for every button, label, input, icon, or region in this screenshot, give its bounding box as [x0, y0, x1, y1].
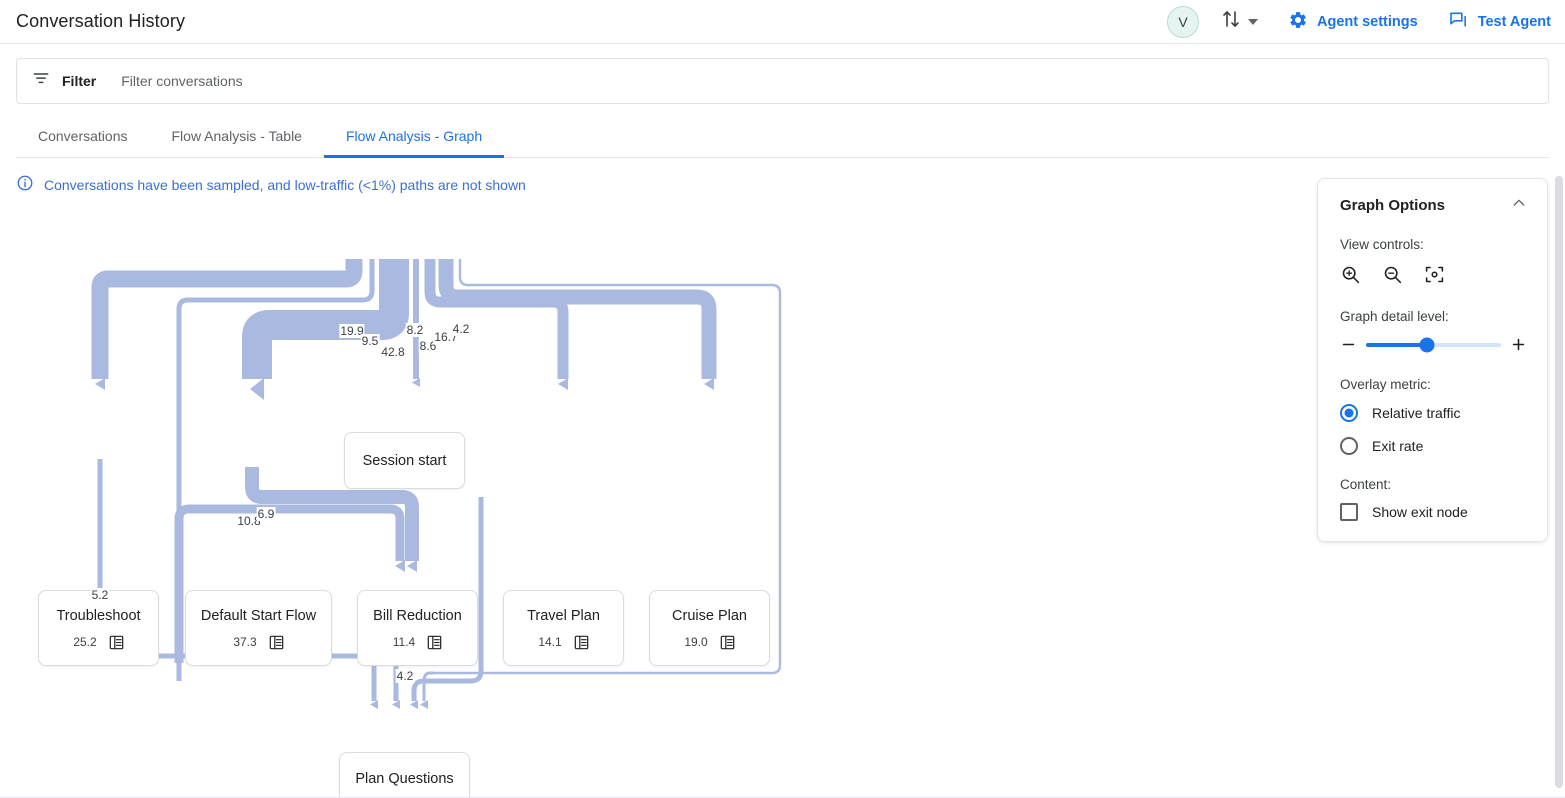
chevron-down-icon	[1247, 18, 1258, 25]
graph-options-title: Graph Options	[1340, 197, 1445, 214]
node-plan-questions[interactable]: Plan Questions 22.9	[339, 752, 470, 798]
node-troubleshoot[interactable]: Troubleshoot 25.2	[38, 590, 159, 666]
tab-flow-analysis-graph[interactable]: Flow Analysis - Graph	[323, 128, 505, 158]
fit-to-screen-icon[interactable]	[1424, 264, 1445, 285]
node-label: Travel Plan	[527, 607, 600, 624]
radio-indicator[interactable]	[1340, 404, 1358, 422]
edge-label: 8.6	[418, 339, 438, 353]
graph-detail-slider[interactable]	[1366, 337, 1501, 352]
zoom-in-icon[interactable]	[1340, 264, 1361, 285]
node-meta: 25.2	[73, 635, 123, 650]
test-agent-label: Test Agent	[1477, 13, 1551, 30]
node-value: 25.2	[73, 635, 97, 649]
node-meta: 37.3	[233, 635, 283, 650]
node-bill-reduction[interactable]: Bill Reduction 11.4	[357, 590, 478, 666]
info-icon	[16, 174, 34, 195]
edge-label: 4.2	[395, 669, 415, 683]
tab-flow-analysis-table[interactable]: Flow Analysis - Table	[171, 128, 302, 144]
node-label: Default Start Flow	[200, 607, 317, 624]
list-icon[interactable]	[109, 635, 124, 650]
view-controls	[1340, 264, 1527, 285]
edge-label: 4.2	[451, 322, 471, 336]
slider-thumb[interactable]	[1419, 337, 1435, 352]
node-label: Troubleshoot	[56, 607, 141, 624]
edge-label: 10.8	[236, 514, 262, 528]
node-travel-plan[interactable]: Travel Plan 14.1	[503, 590, 624, 666]
checkbox-label: Show exit node	[1372, 504, 1468, 520]
minus-icon[interactable]	[1340, 336, 1357, 353]
list-icon[interactable]	[269, 635, 284, 650]
sampling-notice: Conversations have been sampled, and low…	[16, 174, 1549, 195]
chat-bubble-icon	[1448, 10, 1469, 34]
node-value: 11.4	[392, 635, 416, 649]
edge-label: 5.2	[90, 588, 110, 602]
edge-label: 6.9	[256, 507, 276, 521]
node-value: 19.0	[684, 635, 708, 649]
list-icon[interactable]	[720, 635, 735, 650]
checkbox-show-exit-node[interactable]: Show exit node	[1340, 503, 1527, 521]
graph-options-header[interactable]: Graph Options	[1340, 195, 1527, 216]
node-label: Bill Reduction	[373, 607, 462, 624]
sampling-notice-text: Conversations have been sampled, and low…	[44, 176, 526, 193]
gear-icon	[1288, 10, 1308, 34]
radio-label: Exit rate	[1372, 438, 1424, 454]
radio-relative-traffic[interactable]: Relative traffic	[1340, 404, 1527, 422]
tab-bar: Conversations Flow Analysis - Table Flow…	[16, 112, 1549, 158]
zoom-out-icon[interactable]	[1382, 264, 1403, 285]
sort-control[interactable]	[1221, 8, 1258, 35]
top-bar-actions: V Agent settings	[1166, 0, 1551, 43]
node-label: Plan Questions	[355, 771, 454, 787]
node-default-start-flow[interactable]: Default Start Flow 37.3	[185, 590, 332, 666]
checkbox-indicator[interactable]	[1340, 503, 1358, 521]
agent-settings-button[interactable]: Agent settings	[1288, 10, 1418, 34]
node-label: Cruise Plan	[672, 607, 747, 624]
top-bar: Conversation History V Agent settings	[0, 0, 1565, 44]
graph-detail-label: Graph detail level:	[1340, 309, 1449, 324]
radio-label: Relative traffic	[1372, 405, 1461, 421]
node-value: 37.3	[233, 635, 257, 649]
node-meta: 11.4	[393, 635, 442, 650]
node-label: Session start	[362, 452, 447, 469]
edge-label: 9.5	[360, 334, 380, 348]
filter-label: Filter	[62, 73, 97, 89]
node-session-start[interactable]: Session start	[344, 432, 465, 489]
plus-icon[interactable]	[1510, 336, 1527, 353]
avatar[interactable]: V	[1166, 5, 1199, 38]
radio-exit-rate[interactable]: Exit rate	[1340, 437, 1527, 455]
node-meta: 14.1	[538, 635, 588, 650]
flow-graph-edges	[91, 259, 782, 709]
list-icon[interactable]	[574, 635, 589, 650]
tab-conversations[interactable]: Conversations	[38, 128, 128, 144]
node-meta: 19.0	[684, 635, 734, 650]
page-content: Filter Conversations Flow Analysis - Tab…	[0, 58, 1565, 798]
edge-label: 42.8	[380, 345, 406, 359]
list-icon[interactable]	[427, 635, 442, 650]
slider-fill	[1366, 342, 1427, 347]
content-label: Content:	[1340, 477, 1392, 492]
filter-bar[interactable]: Filter	[16, 58, 1549, 104]
chevron-up-icon[interactable]	[1511, 195, 1527, 216]
graph-options-panel: Graph Options View controls:	[1317, 178, 1548, 542]
radio-indicator[interactable]	[1340, 437, 1358, 455]
flow-graph[interactable]: Session start Troubleshoot 25.2 Default …	[16, 201, 1549, 798]
page-title: Conversation History	[16, 11, 186, 31]
edge-label: 8.2	[405, 323, 425, 337]
edge-label: 19.9	[339, 324, 365, 338]
search-input[interactable]	[119, 72, 1534, 90]
overlay-metric-label: Overlay metric:	[1340, 377, 1431, 392]
agent-settings-label: Agent settings	[1316, 13, 1418, 30]
node-value: 14.1	[538, 635, 562, 649]
view-controls-label: View controls:	[1340, 237, 1424, 252]
filter-icon	[31, 69, 51, 94]
graph-detail-slider-row[interactable]	[1340, 336, 1527, 353]
test-agent-button[interactable]: Test Agent	[1448, 10, 1551, 34]
sort-arrows-icon	[1221, 8, 1241, 35]
vertical-scrollbar-thumb[interactable]	[1555, 176, 1563, 788]
node-cruise-plan[interactable]: Cruise Plan 19.0	[649, 590, 770, 666]
